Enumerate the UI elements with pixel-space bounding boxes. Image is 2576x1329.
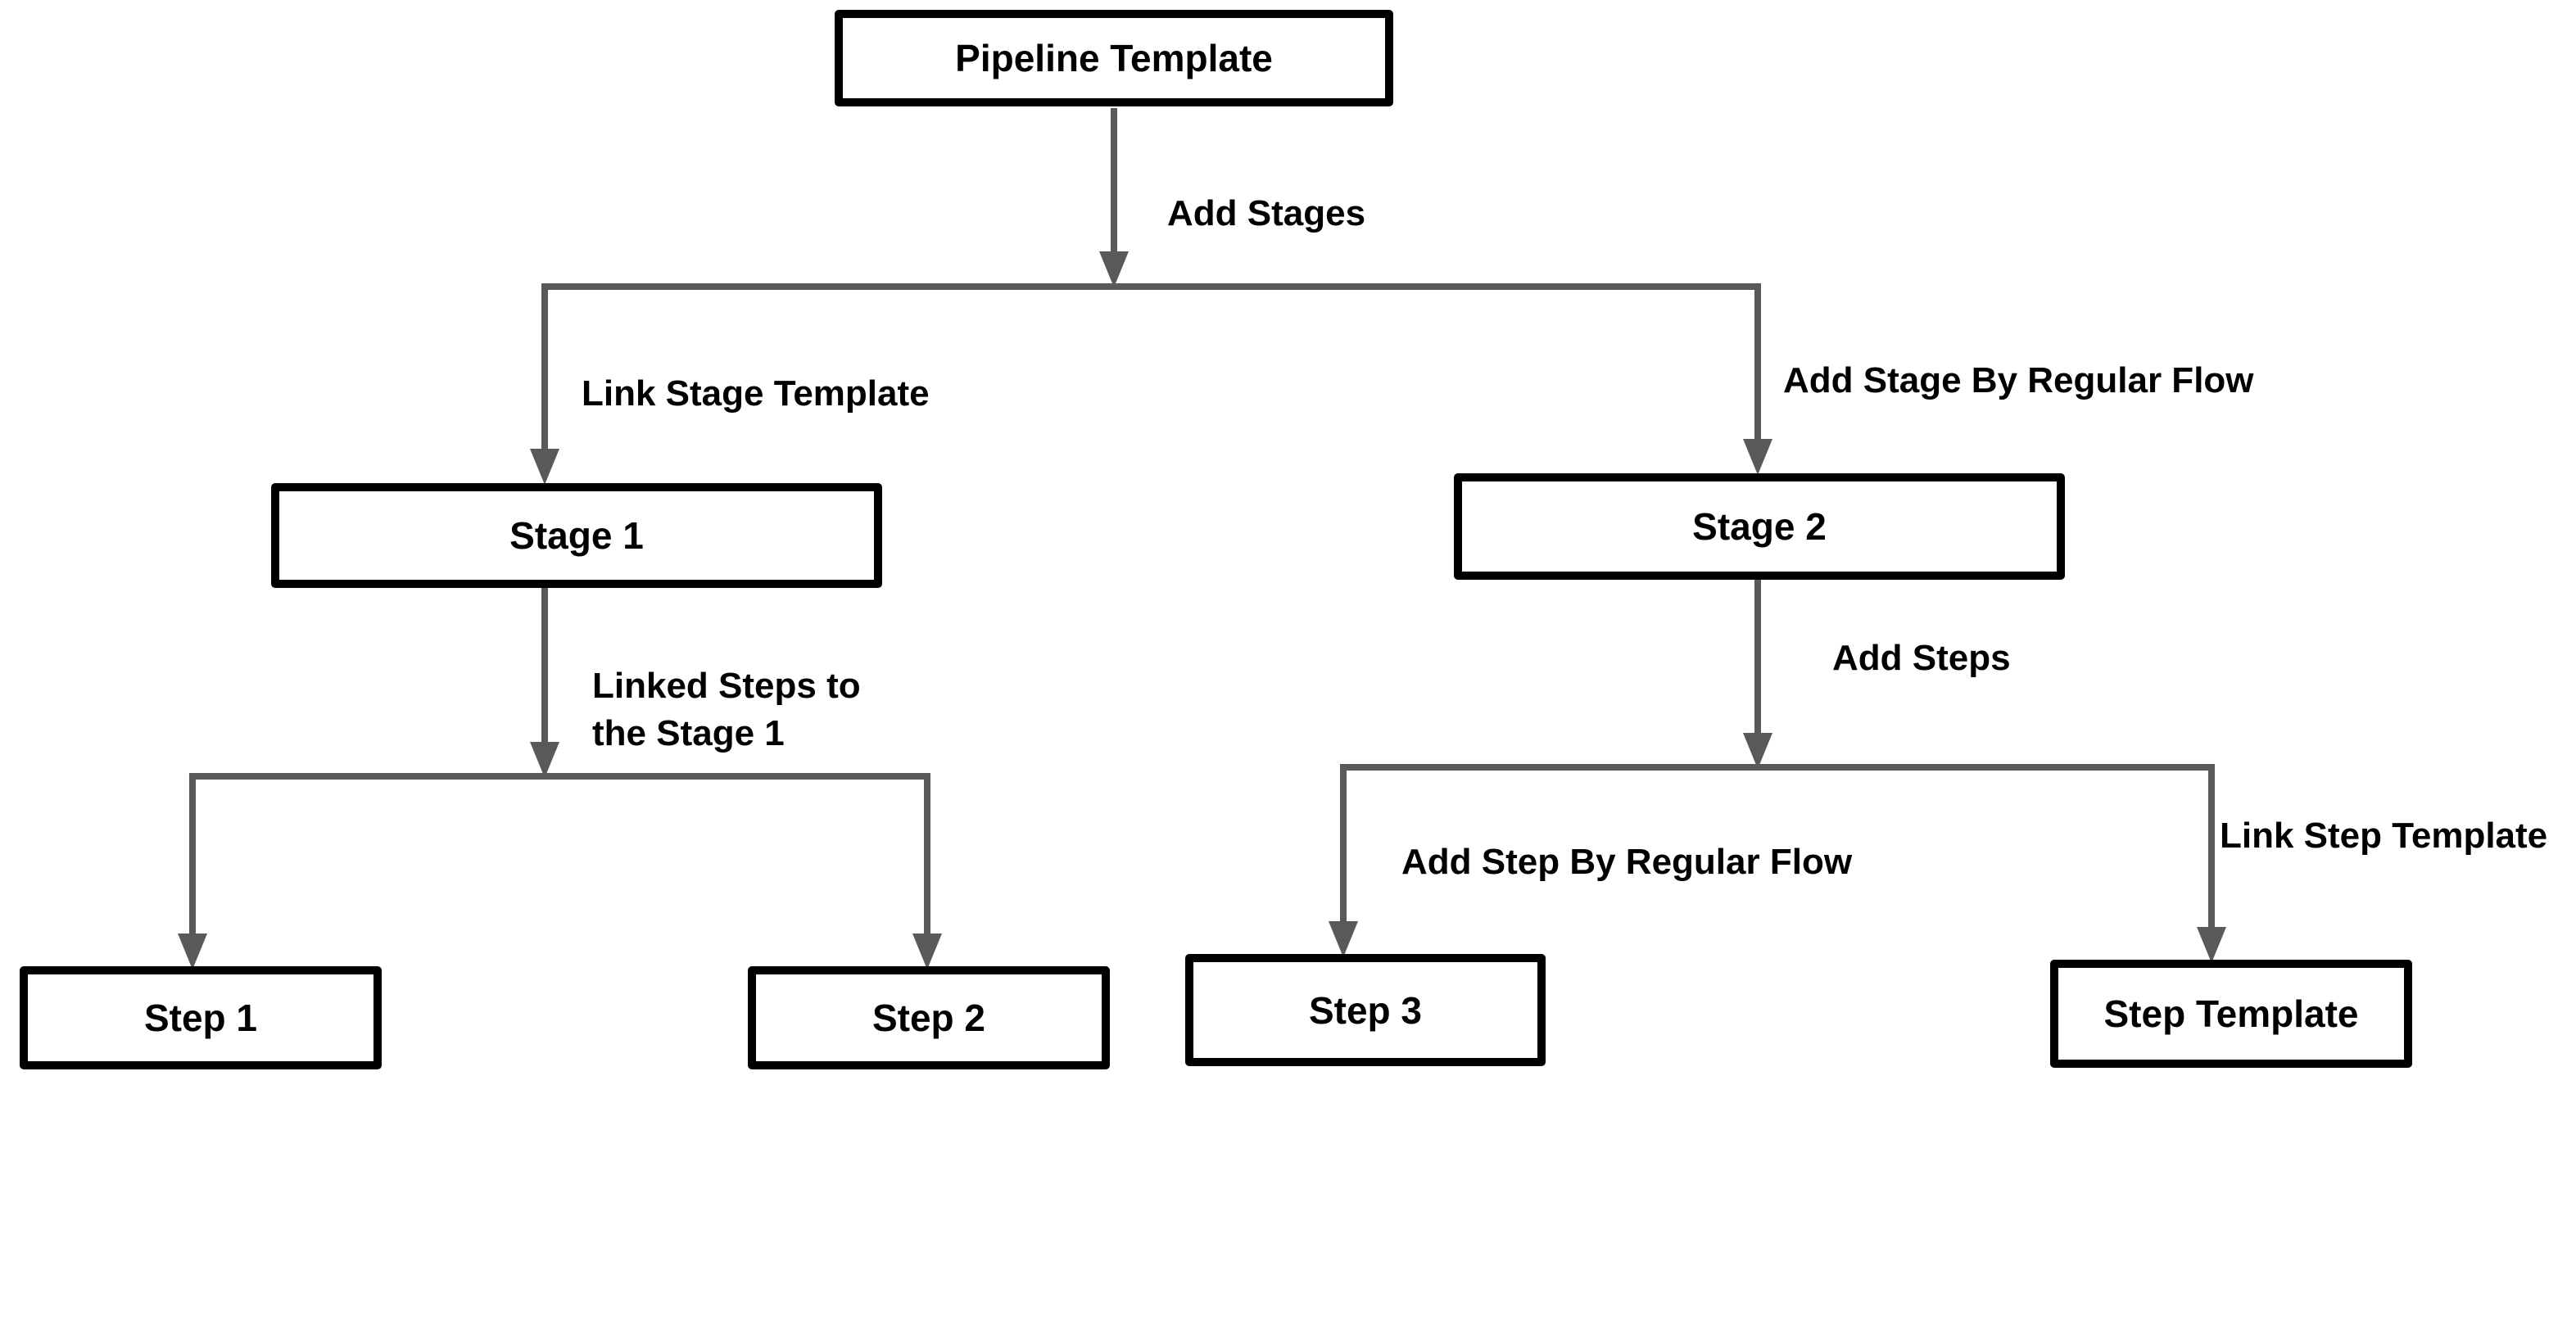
arrowhead-into-stage-1: [530, 449, 559, 485]
node-stage-2-label: Stage 2: [1692, 505, 1827, 548]
node-stage-1: Stage 1: [271, 483, 882, 588]
node-stage-1-label: Stage 1: [509, 514, 644, 557]
arrowhead-into-steps-branch-right: [1743, 733, 1772, 769]
edge-label-link-stage-template: Link Stage Template: [582, 373, 930, 414]
node-step-2-label: Step 2: [871, 997, 986, 1039]
edge-stage-2-to-steps: [1329, 580, 2226, 963]
arrowhead-into-step-template: [2197, 927, 2226, 963]
arrowhead-into-stage-2: [1743, 439, 1772, 475]
node-stage-2: Stage 2: [1454, 473, 2065, 580]
node-step-template: Step Template: [2050, 960, 2412, 1068]
arrowhead-into-step-2: [912, 933, 942, 970]
arrowhead-into-steps-branch-left: [530, 742, 559, 778]
edge-pipeline-to-stages: [530, 108, 1772, 485]
edge-label-add-stage-by-regular-flow: Add Stage By Regular Flow: [1783, 360, 2254, 400]
edge-label-add-step-by-regular-flow: Add Step By Regular Flow: [1401, 842, 1853, 882]
node-step-template-label: Step Template: [2103, 992, 2359, 1035]
arrowhead-into-stages-branch: [1099, 251, 1129, 287]
node-step-3: Step 3: [1185, 954, 1546, 1066]
arrowhead-into-step-3: [1329, 921, 1358, 957]
edge-stage-1-to-steps: [178, 588, 942, 970]
edge-label-linked-steps-to-stage-1: Linked Steps to the Stage 1: [592, 662, 861, 757]
steps-branch-line-left: [189, 773, 930, 933]
steps-branch-line-right: [1340, 764, 2215, 927]
edge-label-link-step-template: Link Step Template: [2220, 816, 2548, 856]
edge-label-add-steps: Add Steps: [1832, 638, 2011, 678]
arrowhead-into-step-1: [178, 933, 207, 970]
edge-label-linked-steps-line-1: Linked Steps to: [592, 666, 861, 706]
node-step-1-label: Step 1: [143, 997, 258, 1039]
stages-branch-line: [541, 283, 1761, 450]
node-step-3-label: Step 3: [1308, 988, 1423, 1032]
node-step-1: Step 1: [20, 966, 382, 1069]
node-step-2: Step 2: [748, 966, 1110, 1069]
node-pipeline-template: Pipeline Template: [835, 10, 1393, 106]
edge-label-linked-steps-line-2: the Stage 1: [592, 713, 785, 753]
node-pipeline-template-label: Pipeline Template: [955, 37, 1273, 79]
edge-label-add-stages: Add Stages: [1167, 193, 1366, 233]
